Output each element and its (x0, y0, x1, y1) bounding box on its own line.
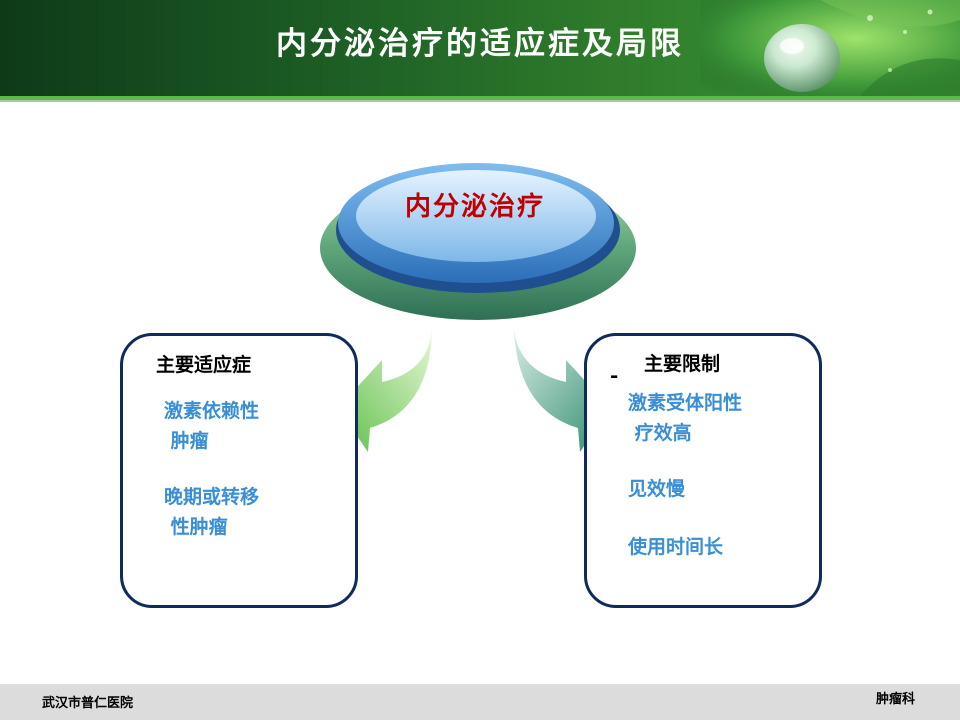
footer-bar (0, 684, 960, 720)
leaf-droplet-image (700, 0, 960, 96)
limitation-item: 激素受体阳性 疗效高 (628, 392, 743, 444)
center-label: 内分泌治疗 (404, 192, 545, 222)
center-disc (320, 163, 636, 320)
title-divider (0, 96, 960, 100)
limitation-item: 使用时间长 (628, 536, 724, 558)
footer-hospital: 武汉市普仁医院 (42, 696, 134, 711)
limitations-heading: 主要限制 (644, 353, 721, 375)
indications-heading: 主要适应症 (156, 354, 252, 376)
indication-item: 晚期或转移 性肿瘤 (164, 486, 260, 538)
limitations-box (584, 333, 822, 608)
indication-item: 激素依赖性 肿瘤 (164, 400, 260, 452)
slide-title: 内分泌治疗的适应症及局限 (276, 26, 684, 62)
indications-box (120, 333, 358, 608)
footer-department: 肿瘤科 (876, 692, 916, 707)
limitations-marker: - (610, 363, 619, 387)
limitation-item: 见效慢 (628, 478, 686, 500)
left-arrow (338, 330, 432, 452)
title-divider-thin (0, 100, 960, 102)
